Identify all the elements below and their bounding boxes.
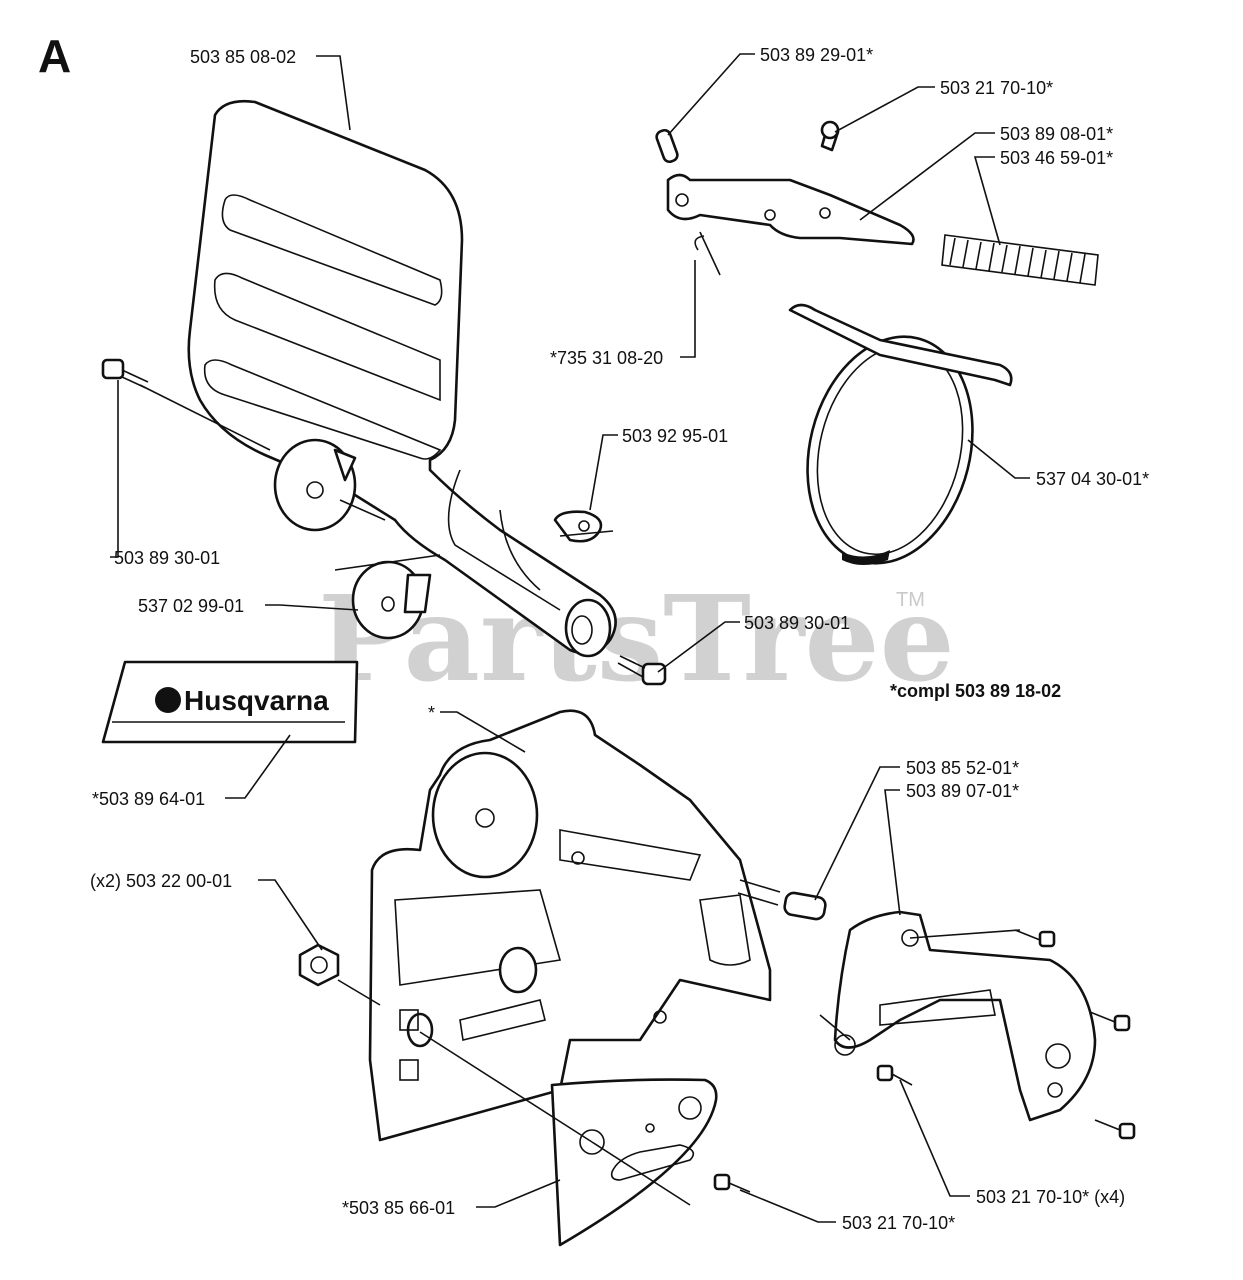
brake-lever-illustration (655, 120, 915, 251)
part-label: 503 89 30-01 (744, 613, 850, 633)
nut-illustration (298, 943, 340, 987)
husqvarna-decal-text: Husqvarna (184, 685, 329, 716)
spring-illustration (941, 234, 1099, 286)
part-label: 537 04 30-01* (1036, 469, 1149, 489)
spring-clip-illustration (553, 510, 603, 543)
part-label: 537 02 99-01 (138, 596, 244, 616)
clutch-cover-illustration (368, 709, 772, 1142)
part-label: *503 85 66-01 (342, 1198, 455, 1218)
part-label: * (428, 703, 435, 723)
watermark-tm: TM (896, 589, 925, 611)
part-label: 503 92 95-01 (622, 426, 728, 446)
part-label: 503 21 70-10* (940, 78, 1053, 98)
hand-guard-illustration (187, 100, 617, 658)
husqvarna-decal: Husqvarna (101, 660, 359, 744)
part-label: 503 89 30-01 (114, 548, 220, 568)
compl-note: *compl 503 89 18-02 (890, 681, 1061, 701)
part-label: (x2) 503 22 00-01 (90, 871, 232, 891)
brake-band-illustration (788, 303, 1013, 565)
part-labels: 503 85 08-02 503 89 29-01* 503 21 70-10*… (90, 45, 1149, 1233)
part-label: 503 89 29-01* (760, 45, 873, 65)
part-label: 503 89 07-01* (906, 781, 1019, 801)
screw-right-illustration (617, 655, 667, 686)
side-screws-illustration (713, 929, 1136, 1193)
part-label: 503 21 70-10* (x4) (976, 1187, 1125, 1207)
part-label: *735 31 08-20 (550, 348, 663, 368)
part-label: 503 46 59-01* (1000, 148, 1113, 168)
part-label: 503 89 08-01* (1000, 124, 1113, 144)
part-label: 503 85 52-01* (906, 758, 1019, 778)
part-label: 503 85 08-02 (190, 47, 296, 67)
section-letter: A (38, 30, 71, 82)
cover-plate-illustration (550, 1078, 718, 1247)
side-cover-illustration (833, 910, 1097, 1122)
screw-left-illustration (101, 358, 149, 389)
part-label: 503 21 70-10* (842, 1213, 955, 1233)
part-label: *503 89 64-01 (92, 789, 205, 809)
leader-lines (110, 53, 1030, 1223)
